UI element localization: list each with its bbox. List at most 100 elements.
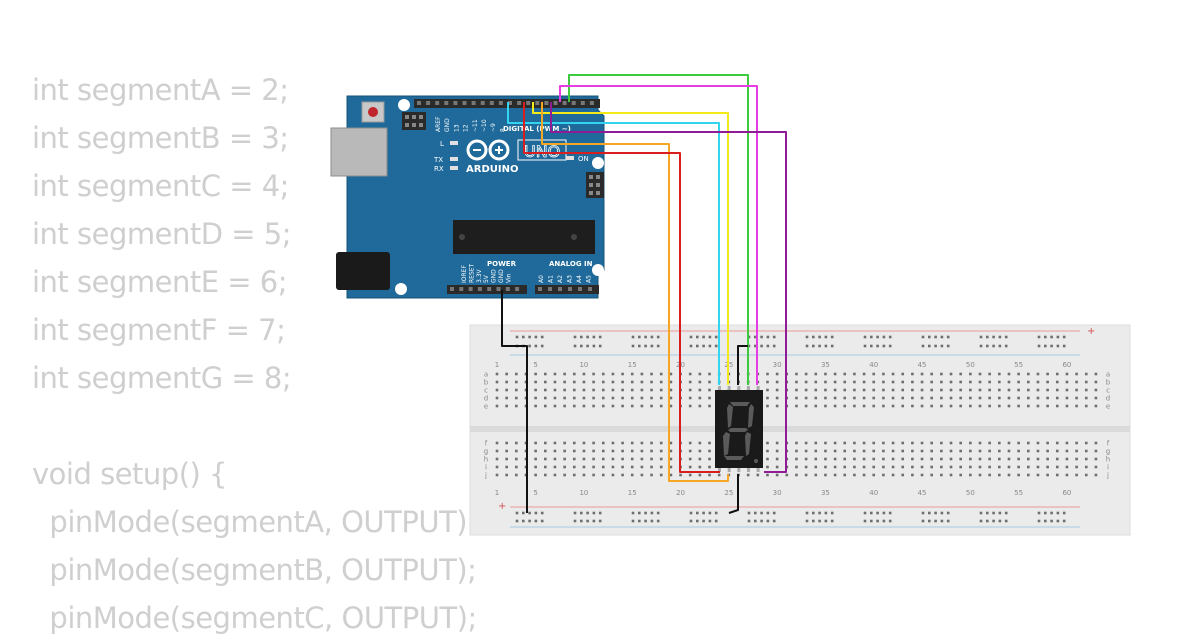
breadboard-hole — [930, 449, 933, 453]
breadboard-hole — [882, 380, 885, 384]
rail-hole — [534, 335, 538, 339]
rail-hole — [714, 344, 718, 348]
rail-hole — [714, 335, 718, 339]
rail-hole — [940, 511, 944, 515]
rail-hole — [760, 519, 763, 523]
breadboard-hole — [534, 449, 537, 453]
rail-hole — [830, 335, 834, 339]
breadboard-hole — [515, 457, 518, 461]
breadboard-hole — [572, 372, 576, 376]
breadboard-hole — [572, 457, 576, 461]
breadboard-hole — [669, 449, 673, 453]
breadboard-hole — [1075, 449, 1078, 453]
breadboard-hole — [891, 388, 895, 392]
rail-hole — [573, 344, 577, 348]
rail-hole — [766, 519, 770, 523]
led-rx — [450, 166, 458, 170]
breadboard-hole — [1094, 473, 1098, 477]
breadboard-hole — [814, 404, 818, 408]
rail-hole — [921, 519, 925, 523]
rail-hole — [998, 335, 1002, 339]
icsp-pin — [419, 115, 423, 119]
breadboard-hole — [862, 457, 866, 461]
rail-hole — [805, 344, 809, 348]
rail-hole — [766, 511, 770, 515]
breadboard-hole — [843, 465, 847, 469]
wire-yellow[interactable] — [532, 102, 729, 385]
rail-hole — [696, 511, 699, 515]
column-number: 50 — [966, 361, 975, 369]
wire-black-gnd[interactable] — [501, 290, 520, 347]
breadboard-hole — [1094, 441, 1098, 445]
analog-pin-label: A3 — [567, 275, 574, 283]
wire-black-gnd[interactable] — [520, 345, 528, 513]
row-letter: b — [484, 379, 489, 387]
breadboard-hole — [1094, 388, 1098, 392]
led-tx — [450, 157, 458, 161]
breadboard-hole — [833, 465, 837, 469]
rail-hole — [766, 335, 770, 339]
wire-magenta[interactable] — [559, 85, 758, 385]
breadboard-hole — [814, 388, 818, 392]
breadboard-hole — [553, 441, 557, 445]
wire-purple[interactable] — [550, 102, 787, 473]
breadboard-hole — [872, 465, 876, 469]
breadboard-hole — [949, 388, 953, 392]
breadboard-hole — [920, 441, 924, 445]
rail-hole — [714, 511, 718, 515]
rail-hole — [650, 344, 654, 348]
breadboard-hole — [553, 404, 557, 408]
rail-hole — [708, 344, 712, 348]
breadboard-hole — [524, 457, 528, 461]
breadboard-hole — [495, 473, 499, 477]
breadboard-hole — [534, 473, 537, 477]
rail-hole — [598, 335, 602, 339]
breadboard-hole — [505, 380, 508, 384]
breadboard-hole — [843, 404, 847, 408]
breadboard-hole — [775, 380, 779, 384]
wire-black-display[interactable] — [737, 345, 748, 385]
breadboard-hole — [833, 457, 837, 461]
wire-orange[interactable] — [541, 102, 729, 482]
wire-red[interactable] — [523, 102, 720, 473]
analog-pin-label: A1 — [548, 275, 555, 283]
breadboard-hole — [630, 372, 634, 376]
rail-hole — [592, 511, 596, 515]
wire-black-display[interactable] — [728, 474, 739, 514]
power-pin-label: GND — [491, 269, 498, 283]
breadboard-hole — [814, 457, 818, 461]
breadboard-hole — [804, 396, 808, 400]
analog-pin-label: A0 — [538, 275, 545, 283]
wire-green[interactable] — [568, 74, 749, 385]
breadboard-hole — [882, 473, 885, 477]
wire-cyan[interactable] — [507, 102, 720, 385]
breadboard-hole — [766, 473, 769, 477]
rail-hole — [586, 519, 589, 523]
breadboard-hole — [775, 388, 779, 392]
reset-button-cap[interactable] — [368, 107, 378, 117]
column-number: 1 — [495, 361, 499, 369]
breadboard[interactable]: + + 115510101515202025253030353540404545… — [469, 324, 1131, 536]
rail-hole — [882, 519, 886, 523]
icsp-pin — [589, 183, 593, 187]
breadboard-hole — [1007, 372, 1011, 376]
breadboard-hole — [1065, 449, 1069, 453]
breadboard-hole — [1007, 465, 1011, 469]
rail-hole — [921, 344, 925, 348]
breadboard-hole — [524, 404, 528, 408]
rail-hole — [747, 511, 751, 515]
breadboard-hole — [988, 473, 991, 477]
breadboard-hole — [978, 441, 982, 445]
icsp-pin — [412, 123, 416, 127]
seven-segment-display[interactable] — [715, 386, 763, 472]
arduino-uno[interactable]: ARDUINO UNO DIGITAL (PWM ~) POWER ANALOG… — [330, 95, 605, 299]
breadboard-hole — [901, 441, 905, 445]
rail-hole — [1056, 519, 1060, 523]
breadboard-hole — [1094, 396, 1098, 400]
breadboard-hole — [911, 388, 914, 392]
breadboard-hole — [843, 441, 847, 445]
breadboard-hole — [891, 473, 895, 477]
breadboard-hole — [862, 404, 866, 408]
